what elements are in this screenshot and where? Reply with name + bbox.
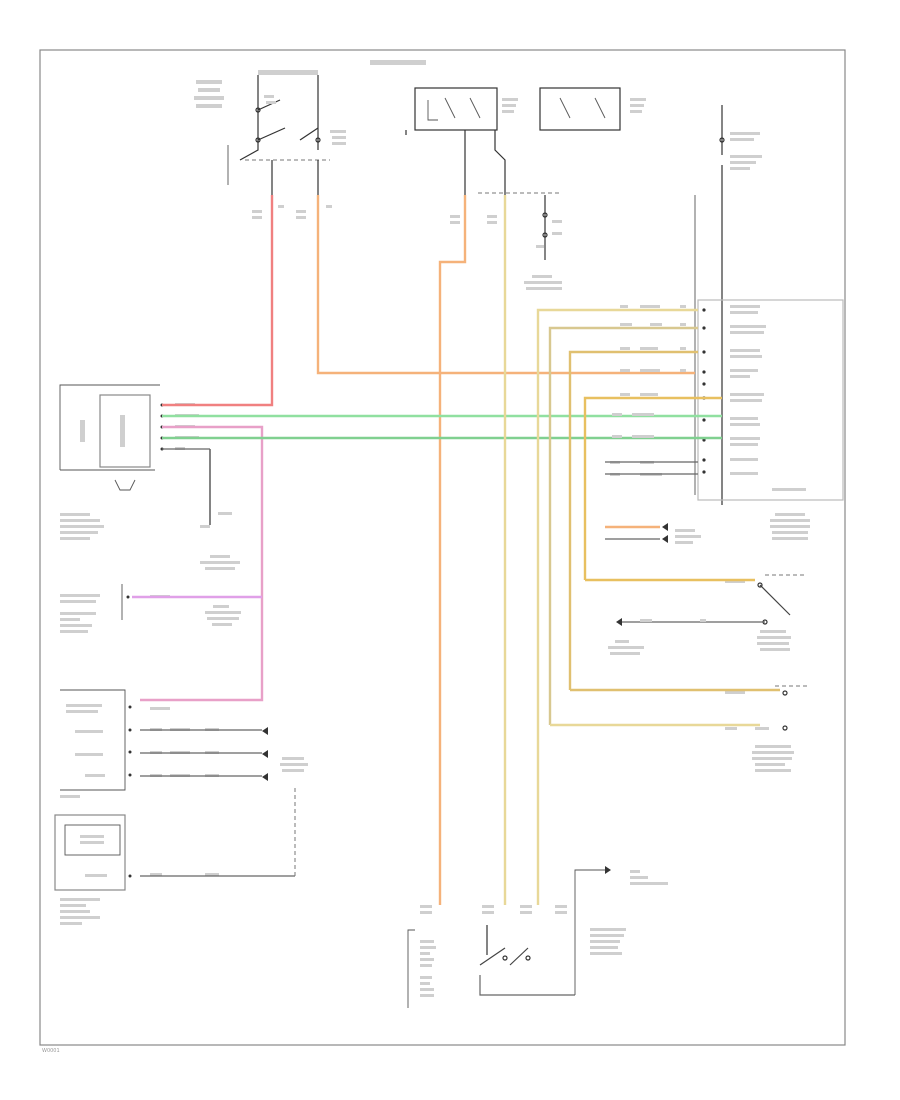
page-id: W0001 [42, 1048, 60, 1054]
switch-right-upper [608, 574, 805, 655]
connector-block-label [770, 513, 810, 540]
relay-2 [539, 87, 621, 131]
bottom-wire-labels [420, 905, 567, 914]
cluster-ground-terminals [262, 727, 268, 781]
wire-orange [316, 195, 695, 905]
sensor-module-left [60, 584, 241, 633]
wire-pink [132, 425, 264, 702]
switch-right-lower [725, 685, 810, 772]
ignition-switch-label [194, 80, 224, 108]
ignition-contact-labels [264, 95, 346, 145]
connector-pin-labels [730, 305, 806, 491]
relay-hot-label [370, 60, 426, 65]
cluster-left [60, 689, 308, 798]
control-module-left [59, 384, 199, 540]
ground-label-relay [524, 275, 562, 290]
bottom-module-group [407, 866, 668, 1008]
ignition-switch-group [194, 70, 346, 219]
wire-gray [140, 448, 698, 777]
wire-green [162, 414, 722, 440]
right-wire-labels [612, 305, 686, 438]
connector-block-right [697, 299, 844, 540]
relay-wire-labels [450, 215, 562, 248]
bottom-module-label-right [590, 928, 626, 955]
power-source-group [694, 105, 762, 505]
bottom-module-label-left [420, 940, 436, 997]
wire-yellow [503, 195, 780, 905]
hot-at-all-times-label [258, 70, 318, 75]
ground-left [200, 449, 240, 570]
relay-group [370, 60, 646, 290]
ground-label-cluster [280, 757, 308, 772]
connector-pins [702, 308, 706, 474]
ignition-wire-labels [252, 205, 332, 219]
gcm-module-left [54, 785, 296, 925]
gcm-module-label [60, 898, 100, 925]
control-module-label [60, 513, 104, 540]
page-frame [39, 49, 846, 1046]
wire-red [162, 195, 274, 407]
relay-1 [414, 87, 498, 131]
